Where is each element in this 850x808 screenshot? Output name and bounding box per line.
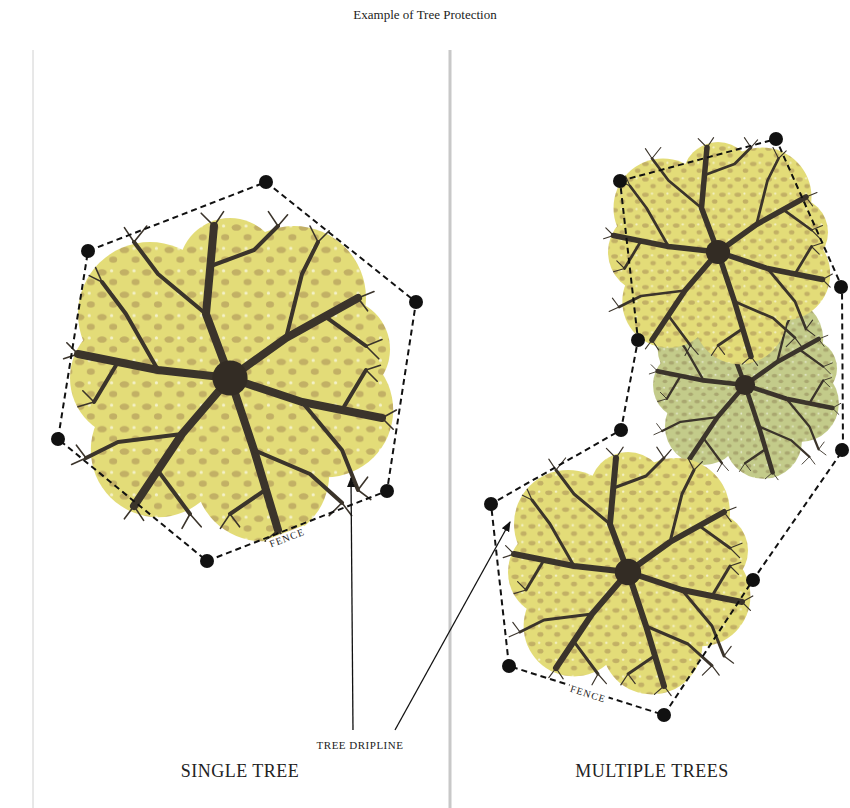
fence-multiple [484,132,849,722]
panel-caption: SINGLE TREE [179,761,302,782]
fence-label: FENCE [567,682,609,706]
panel-divider [449,50,452,808]
panel-border [33,50,34,808]
tree-single [64,212,397,543]
dripline-label: TREE DRIPLINE [315,739,406,752]
fence-single [51,175,423,568]
tree-bottom [503,447,753,695]
panel-caption: MULTIPLE TREES [573,761,731,782]
leader-lines [351,478,510,730]
fence-label: FENCE [266,525,308,550]
diagram-title: Example of Tree Protection [351,8,498,23]
